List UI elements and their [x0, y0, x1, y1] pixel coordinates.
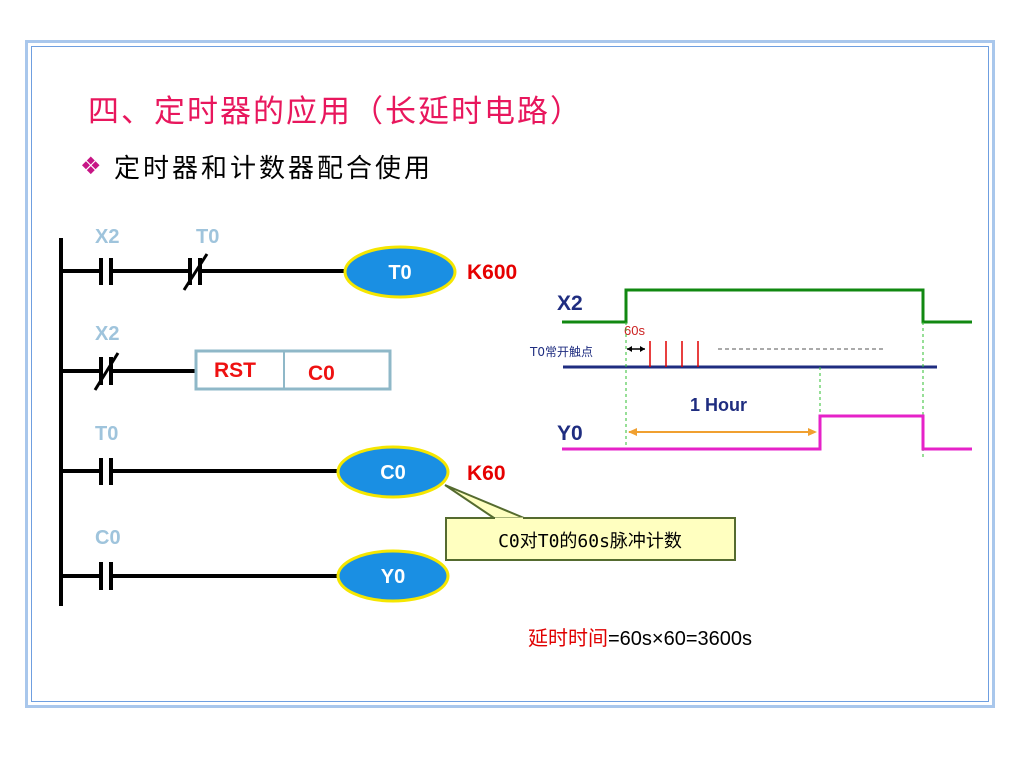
x2-waveform: [562, 288, 972, 324]
slide-subtitle: 定时器和计数器配合使用: [114, 154, 434, 184]
coil-t0: [343, 245, 457, 299]
duration-label: 1 Hour: [690, 395, 747, 415]
contact-label: X2: [95, 226, 119, 248]
delay-formula: 延时时间=60s×60=3600s: [528, 622, 752, 651]
timer-constant: K600: [467, 261, 517, 284]
rst-label: RST: [214, 359, 256, 382]
bullet-icon: ❖: [80, 152, 102, 180]
contact-label: T0: [95, 423, 118, 445]
rst-instruction-box: [194, 349, 392, 391]
rung-3: T0 C0 K60: [61, 423, 506, 499]
coil-label: T0: [388, 262, 411, 284]
rung-2: X2 RST C0: [61, 323, 392, 391]
coil-y0: [336, 549, 450, 603]
coil-c0: [336, 445, 450, 499]
formula-label: 延时时间: [528, 626, 608, 650]
coil-label: C0: [380, 462, 406, 484]
callout-text: C0对T0的60s脉冲计数: [498, 531, 682, 552]
rung-1: X2 T0 T0 K600: [61, 226, 517, 299]
counter-constant: K60: [467, 462, 506, 485]
pulse-period-label: 60s: [624, 323, 645, 338]
pulse-signal-label: T0常开触点: [529, 345, 593, 359]
callout-box: [445, 517, 736, 561]
rst-target: C0: [308, 362, 335, 385]
contact-label: T0: [196, 226, 219, 248]
slide-title: 四、定时器的应用（长延时电路）: [88, 94, 583, 130]
formula-expression: =60s×60=3600s: [608, 628, 753, 650]
callout: C0对T0的60s脉冲计数: [444, 484, 736, 561]
coil-label: Y0: [381, 566, 405, 588]
y0-waveform: [562, 414, 972, 451]
slide-frame-inner: [31, 46, 989, 702]
slide-frame-outer: [25, 40, 995, 708]
contact-label: X2: [95, 323, 119, 345]
contact-label: C0: [95, 527, 121, 549]
signal-label-y0: Y0: [557, 422, 583, 445]
signal-label-x2: X2: [557, 292, 583, 315]
rung-4: C0 Y0: [61, 527, 450, 603]
timing-diagram: X2 60s T0常开触点 1 Hour Y0: [529, 288, 972, 458]
